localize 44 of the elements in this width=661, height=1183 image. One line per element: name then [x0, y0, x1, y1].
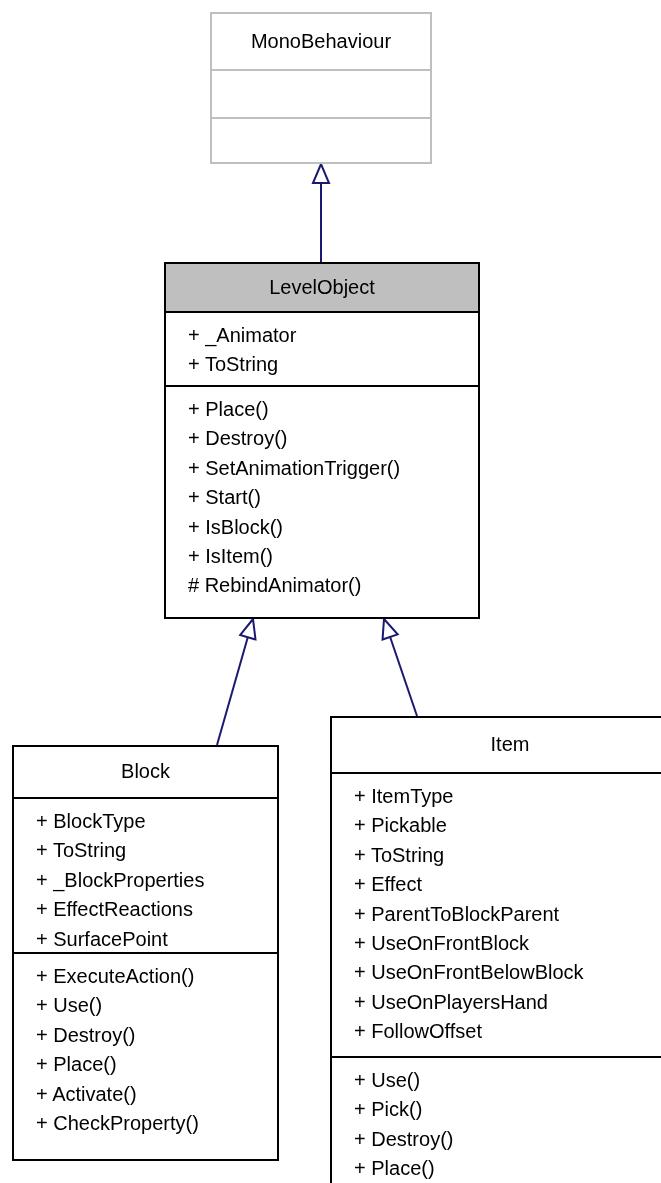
method-text: + Place() [36, 1052, 117, 1078]
method-text: + Destroy() [36, 1022, 136, 1048]
class-name: Item [490, 732, 530, 758]
attribute-text: + FollowOffset [354, 1019, 483, 1045]
method-text: + IsItem() [188, 544, 273, 570]
attribute-text: + ToString [188, 352, 279, 378]
class-name: LevelObject [269, 274, 375, 300]
attribute-text: + ToString [36, 838, 127, 864]
attribute-text: + UseOnFrontBlock [354, 931, 530, 957]
method-text: + Activate() [36, 1081, 137, 1107]
class-name: MonoBehaviour [250, 28, 392, 54]
class-box [330, 716, 661, 1183]
method-text: + Place() [354, 1156, 435, 1182]
attribute-text: + Effect [354, 872, 422, 898]
attribute-text: + ItemType [354, 784, 454, 809]
method-text: + Use() [36, 993, 103, 1019]
method-text: + ExecuteAction() [36, 964, 195, 989]
attribute-text: + UseOnPlayersHand [354, 989, 548, 1015]
attribute-text: + ParentToBlockParent [354, 901, 560, 927]
attribute-text: + Pickable [354, 813, 447, 839]
inheritance-arrow [381, 618, 418, 717]
method-text: + Place() [188, 397, 269, 422]
method-text: + Destroy() [354, 1126, 454, 1152]
class-box [12, 745, 279, 1161]
method-text: + CheckProperty() [36, 1111, 199, 1137]
class-box [210, 12, 432, 164]
class-name: Block [121, 759, 170, 785]
attribute-text: + UseOnFrontBelowBlock [354, 960, 584, 986]
method-text: + Pick() [354, 1097, 423, 1123]
attribute-text: + _Animator [188, 323, 297, 349]
attribute-text: + BlockType [36, 809, 146, 834]
attribute-text: + EffectReactions [36, 897, 193, 923]
class-box [164, 262, 480, 619]
attribute-text: + _BlockProperties [36, 867, 205, 894]
method-text: + SetAnimationTrigger() [188, 455, 401, 481]
method-text: + Use() [354, 1068, 421, 1093]
method-text: # RebindAnimator() [188, 573, 362, 599]
method-text: + Destroy() [188, 426, 288, 452]
attribute-text: + SurfacePoint [36, 926, 168, 952]
inheritance-arrow [312, 163, 330, 263]
method-text: + IsBlock() [188, 514, 284, 540]
attribute-text: + ToString [354, 842, 445, 868]
method-text: + Start() [188, 485, 261, 511]
inheritance-arrow [216, 618, 257, 746]
